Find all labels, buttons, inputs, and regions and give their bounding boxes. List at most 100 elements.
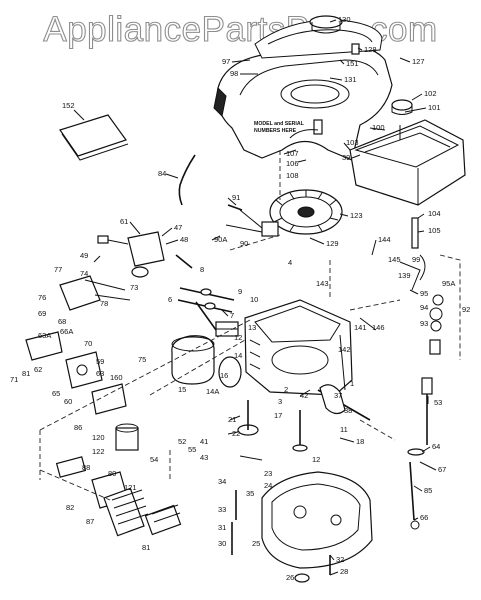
label-63: 63 xyxy=(96,369,104,378)
owner-manual xyxy=(59,114,129,161)
label-127: 127 xyxy=(412,57,425,66)
serial-note-line1: MODEL and SERIAL xyxy=(254,121,305,127)
label-145: 145 xyxy=(388,255,401,264)
label-143: 143 xyxy=(316,279,329,288)
crankshaft xyxy=(292,384,371,452)
label-99: 99 xyxy=(412,255,420,264)
label-31: 31 xyxy=(218,523,226,532)
label-78: 78 xyxy=(100,299,108,308)
label-80: 80 xyxy=(108,469,116,478)
label-17: 17 xyxy=(274,411,282,420)
label-128: 128 xyxy=(364,45,377,54)
label-95a: 95A xyxy=(442,279,455,288)
label-24: 24 xyxy=(264,481,272,490)
label-15: 15 xyxy=(178,385,186,394)
label-54: 54 xyxy=(150,455,158,464)
label-6: 6 xyxy=(168,295,172,304)
camshaft xyxy=(237,400,263,461)
label-4: 4 xyxy=(288,258,292,267)
valves xyxy=(177,287,235,313)
label-18: 18 xyxy=(356,437,364,446)
label-85: 85 xyxy=(424,486,432,495)
label-77: 77 xyxy=(54,265,62,274)
label-93: 93 xyxy=(420,319,428,328)
label-88: 88 xyxy=(82,463,90,472)
label-102: 102 xyxy=(424,89,437,98)
governor-link xyxy=(84,279,131,301)
label-47: 47 xyxy=(174,223,182,232)
label-14: 14 xyxy=(234,351,242,360)
label-122: 122 xyxy=(92,447,105,456)
label-68: 68 xyxy=(58,317,66,326)
label-87: 87 xyxy=(86,517,94,526)
label-108: 108 xyxy=(286,171,299,180)
label-70: 70 xyxy=(84,339,92,348)
label-61: 61 xyxy=(120,217,128,226)
label-131: 131 xyxy=(344,75,357,84)
label-75: 75 xyxy=(138,355,146,364)
label-28: 28 xyxy=(340,567,348,576)
label-81b: 81 xyxy=(142,543,150,552)
label-144: 144 xyxy=(378,235,391,244)
label-97: 97 xyxy=(222,57,230,66)
label-22: 22 xyxy=(232,429,240,438)
label-33: 33 xyxy=(218,505,226,514)
serial-note-line2: NUMBERS HERE xyxy=(254,128,297,134)
label-123: 123 xyxy=(350,211,363,220)
label-76: 76 xyxy=(38,293,46,302)
label-84: 84 xyxy=(158,169,166,178)
piston xyxy=(171,321,242,388)
label-42: 42 xyxy=(300,391,308,400)
label-23: 23 xyxy=(264,469,272,478)
label-52: 52 xyxy=(178,437,186,446)
label-71: 71 xyxy=(10,375,18,384)
muffler xyxy=(91,471,182,537)
carburetor xyxy=(59,231,165,311)
label-16: 16 xyxy=(220,371,228,380)
label-3: 3 xyxy=(278,397,282,406)
label-103: 103 xyxy=(346,138,359,147)
label-74: 74 xyxy=(80,269,88,278)
label-152: 152 xyxy=(62,101,75,110)
label-106: 106 xyxy=(286,159,299,168)
label-26: 26 xyxy=(286,573,294,582)
label-1: 1 xyxy=(350,379,354,388)
label-69: 69 xyxy=(38,309,46,318)
label-66: 66 xyxy=(420,513,428,522)
fuel-tank xyxy=(349,99,466,206)
label-107: 107 xyxy=(286,149,299,158)
label-14a: 14A xyxy=(206,387,219,396)
label-130: 130 xyxy=(338,15,351,24)
fuel-line xyxy=(411,217,426,281)
label-37: 37 xyxy=(334,391,342,400)
label-62: 62 xyxy=(34,365,42,374)
label-105: 105 xyxy=(428,226,441,235)
label-160: 160 xyxy=(110,373,123,382)
dipstick-tube xyxy=(407,377,433,530)
label-60: 60 xyxy=(64,397,72,406)
label-49: 49 xyxy=(80,251,88,260)
blower-cap xyxy=(309,15,343,34)
label-53: 53 xyxy=(434,398,442,407)
label-65: 65 xyxy=(52,389,60,398)
screws xyxy=(175,204,331,575)
oil-sump xyxy=(261,471,373,583)
label-41: 41 xyxy=(200,437,208,446)
label-121: 121 xyxy=(124,483,137,492)
label-25: 25 xyxy=(252,539,260,548)
label-12: 12 xyxy=(234,333,242,342)
label-32: 32 xyxy=(336,555,344,564)
label-141: 141 xyxy=(354,323,367,332)
leader-lines xyxy=(73,19,437,576)
label-48: 48 xyxy=(180,235,188,244)
label-67: 67 xyxy=(438,465,446,474)
label-43: 43 xyxy=(200,453,208,462)
label-39: 39 xyxy=(342,153,350,162)
brake-bracket xyxy=(25,331,127,415)
label-63a: 63A xyxy=(38,331,51,340)
assembly-lines xyxy=(39,150,461,501)
label-7: 7 xyxy=(230,311,234,320)
label-139: 139 xyxy=(398,271,411,280)
label-11: 11 xyxy=(340,425,348,434)
